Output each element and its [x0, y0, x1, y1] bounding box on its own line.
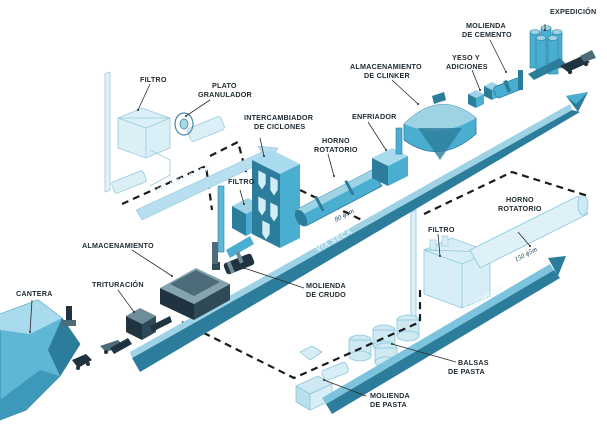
label-almacen-clinker-1: ALMACENAMIENTO	[350, 62, 422, 71]
label-molienda-crudo-1: MOLIENDA	[306, 281, 346, 290]
process-labels: EXPEDICIÓN MOLIENDA DE CEMENTO YESO Y AD…	[16, 7, 596, 409]
label-trituracion: TRITURACIÓN	[92, 280, 144, 289]
clinker-cooler-icon	[372, 127, 408, 186]
label-molienda-pasta-2: DE PASTA	[370, 400, 407, 409]
label-almacen-clinker-2: DE CLINKER	[364, 71, 411, 80]
label-filtro-right: FILTRO	[428, 225, 455, 234]
label-yeso-2: ADICIONES	[446, 62, 488, 71]
label-horno-2: ROTATORIO	[314, 145, 358, 154]
seca-flow-arrow	[130, 92, 588, 372]
label-balsas-2: DE PASTA	[448, 367, 485, 376]
label-balsas-1: BALSAS	[458, 358, 489, 367]
label-intercambiador-2: DE CICLONES	[254, 122, 305, 131]
label-almacenamiento: ALMACENAMIENTO	[82, 241, 154, 250]
label-expedicion: EXPEDICIÓN	[550, 7, 596, 16]
label-molienda-cemento-2: DE CEMENTO	[462, 30, 512, 39]
label-filtro-top: FILTRO	[140, 75, 167, 84]
label-molienda-crudo-2: DE CRUDO	[306, 290, 346, 299]
label-molienda-pasta-1: MOLIENDA	[370, 391, 410, 400]
label-horno-humeda-1: HORNO	[506, 195, 534, 204]
rotary-kiln-icon	[294, 169, 383, 227]
label-enfriador: ENFRIADOR	[352, 112, 397, 121]
label-yeso-1: YESO Y	[452, 53, 480, 62]
label-plato-1: PLATO	[212, 81, 237, 90]
quarry-cliff-icon	[0, 299, 124, 421]
label-cantera: CANTERA	[16, 289, 53, 298]
raw-storage-shed-icon	[160, 268, 230, 320]
humeda-plant-ghost	[295, 194, 589, 411]
label-filtro-mid: FILTRO	[228, 177, 255, 186]
label-plato-2: GRANULADOR	[198, 90, 253, 99]
clinker-storage-dome-icon	[403, 92, 477, 160]
label-intercambiador-1: INTERCAMBIADOR	[244, 113, 314, 122]
kiln-flow-line	[226, 236, 254, 258]
label-leader-lines	[29, 24, 546, 397]
shipping-silos-truck-icon	[528, 25, 596, 80]
raw-mill-icon	[212, 242, 255, 275]
label-horno-humeda-2: ROTATORIO	[498, 204, 542, 213]
label-horno-1: HORNO	[322, 136, 350, 145]
cement-mill-icon	[468, 70, 523, 108]
semiseca-plant-ghost	[104, 71, 225, 194]
label-molienda-cemento-1: MOLIENDA	[466, 21, 506, 30]
cyclone-preheater-tower-icon	[252, 150, 300, 248]
humeda-flow-arrow	[322, 256, 566, 414]
